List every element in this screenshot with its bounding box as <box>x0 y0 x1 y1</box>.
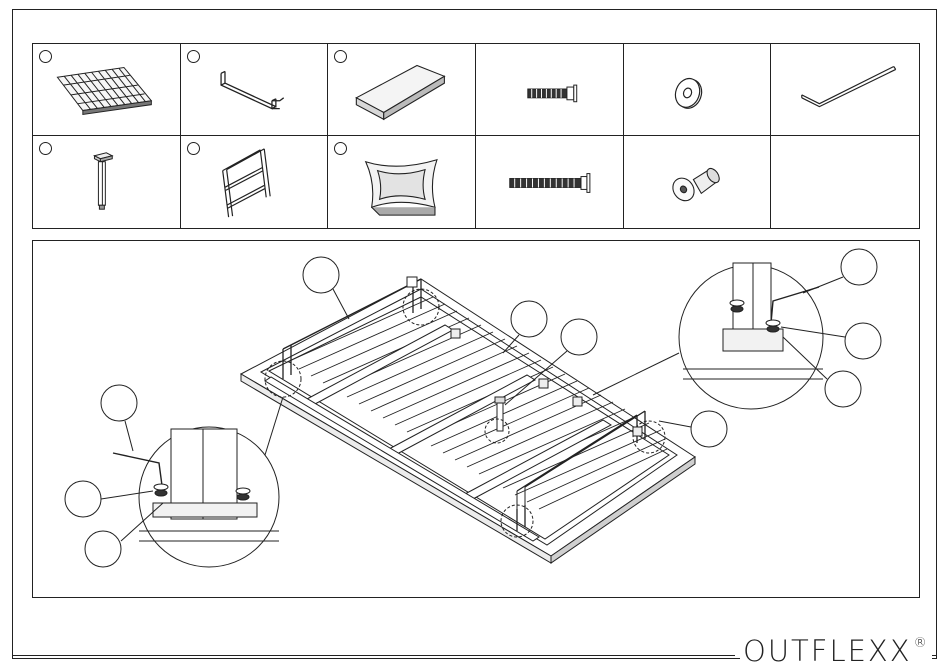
part-cell-leg-post <box>33 136 181 228</box>
part-cell-long-bolt <box>476 136 624 228</box>
footer-rule-left <box>12 655 735 656</box>
part-cell-washer <box>624 44 772 136</box>
board-panel-icon <box>328 44 475 135</box>
assembly-diagram <box>32 240 920 598</box>
registered-mark: ® <box>914 636 929 651</box>
part-cell-slatted-frame <box>33 44 181 136</box>
leg-post-icon <box>33 136 180 228</box>
brand-name: OUTFLEXX <box>743 634 912 668</box>
barrel-nut-icon <box>624 136 771 228</box>
part-cell-empty <box>771 136 919 228</box>
part-cell-ladder-frame <box>181 136 329 228</box>
washer-icon <box>624 44 771 135</box>
long-bolt-icon <box>476 136 623 228</box>
part-cell-board-panel <box>328 44 476 136</box>
slatted-frame-icon <box>33 44 180 135</box>
cushion-icon <box>328 136 475 228</box>
part-cell-barrel-nut <box>624 136 772 228</box>
ladder-frame-icon <box>181 136 328 228</box>
allen-key-icon <box>771 44 919 135</box>
short-bolt-icon <box>476 44 623 135</box>
part-cell-allen-key <box>771 44 919 136</box>
u-bracket-icon <box>181 44 328 135</box>
underside-assembly-diagram <box>33 241 921 599</box>
part-cell-short-bolt <box>476 44 624 136</box>
part-cell-u-bracket <box>181 44 329 136</box>
parts-list-grid <box>32 43 920 229</box>
brand-logo: OUTFLEXX ® <box>740 634 932 664</box>
part-cell-cushion <box>328 136 476 228</box>
